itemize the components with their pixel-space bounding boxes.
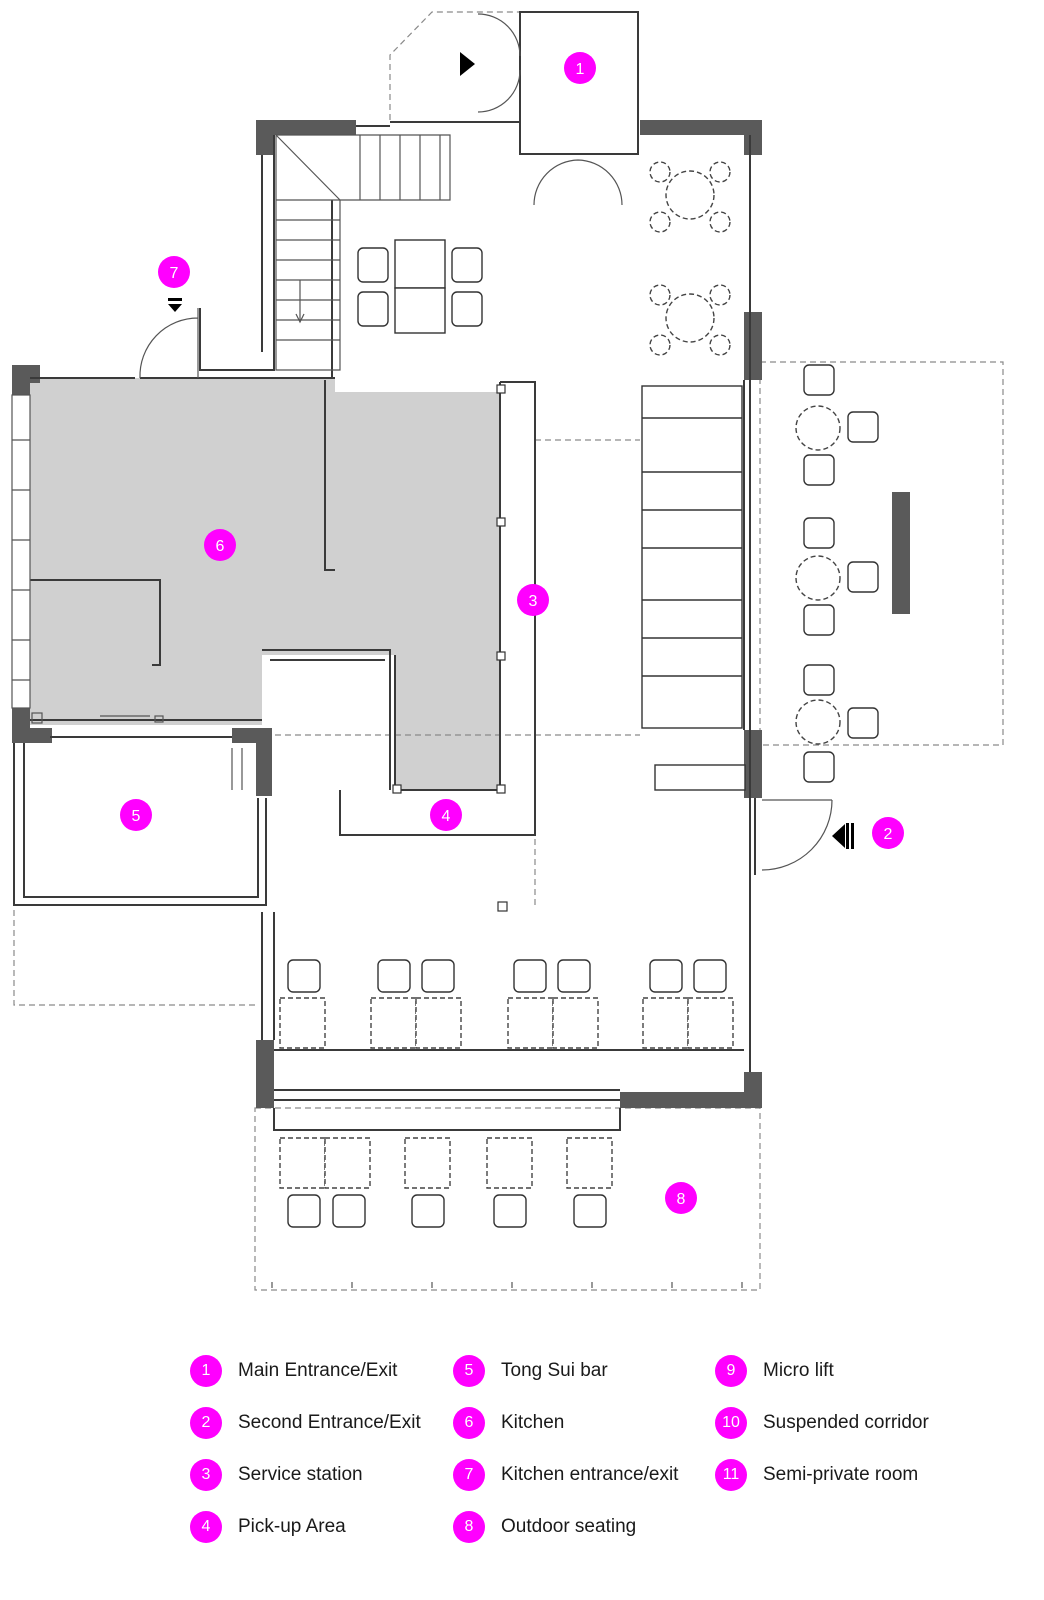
area-marker-2: 2 xyxy=(872,817,904,849)
entrance-arrow-icon xyxy=(460,52,475,76)
entrance-canopy-outline xyxy=(389,11,521,120)
area-marker-circle xyxy=(430,799,462,831)
walls xyxy=(12,120,910,1108)
area-marker-7: 7 xyxy=(158,256,190,288)
area-marker-circle xyxy=(120,799,152,831)
area-marker-number: 2 xyxy=(884,826,893,843)
area-marker-circle xyxy=(158,256,190,288)
entrance-vestibule xyxy=(519,11,639,155)
second-door-arc xyxy=(761,799,833,871)
entrance-tables xyxy=(357,161,731,356)
bar-dashed-outline xyxy=(13,740,258,1006)
kitchen-entrance-bar xyxy=(168,298,182,301)
outdoor-tables xyxy=(271,1137,743,1288)
area-marker-number: 1 xyxy=(576,61,585,78)
outdoor-seating-outline xyxy=(254,1107,761,1291)
area-marker-number: 8 xyxy=(677,1191,686,1208)
area-marker-3: 3 xyxy=(517,584,549,616)
area-marker-circle xyxy=(517,584,549,616)
area-marker-1: 1 xyxy=(564,52,596,84)
area-marker-5: 5 xyxy=(120,799,152,831)
kitchen-door-arc xyxy=(139,308,199,379)
kitchen-entrance-icon xyxy=(168,304,182,312)
area-marker-circle xyxy=(204,529,236,561)
area-marker-circle xyxy=(872,817,904,849)
area-marker-number: 5 xyxy=(132,808,141,825)
column-marks xyxy=(392,384,508,912)
outdoor-terrace-outline xyxy=(759,361,1004,746)
second-entrance-icon xyxy=(832,823,854,849)
area-marker-4: 4 xyxy=(430,799,462,831)
kitchen-windows xyxy=(11,394,31,709)
area-marker-circle xyxy=(665,1182,697,1214)
interior-tables xyxy=(279,959,734,1049)
area-marker-number: 3 xyxy=(529,593,538,610)
area-marker-circle xyxy=(564,52,596,84)
kitchen-area xyxy=(30,378,500,790)
kitchen-details xyxy=(31,712,243,790)
area-marker-number: 7 xyxy=(170,265,179,282)
area-marker-6: 6 xyxy=(204,529,236,561)
entrance-door-arcs xyxy=(477,13,623,206)
area-marker-number: 6 xyxy=(216,538,225,555)
terrace-tables xyxy=(795,364,879,783)
staircase xyxy=(275,134,451,371)
partitions xyxy=(13,121,756,1131)
area-marker-8: 8 xyxy=(665,1182,697,1214)
booth-seating xyxy=(641,385,746,791)
area-markers: 1 2 3 4 5 6 7 8 xyxy=(120,52,904,1214)
area-marker-number: 4 xyxy=(442,808,451,825)
